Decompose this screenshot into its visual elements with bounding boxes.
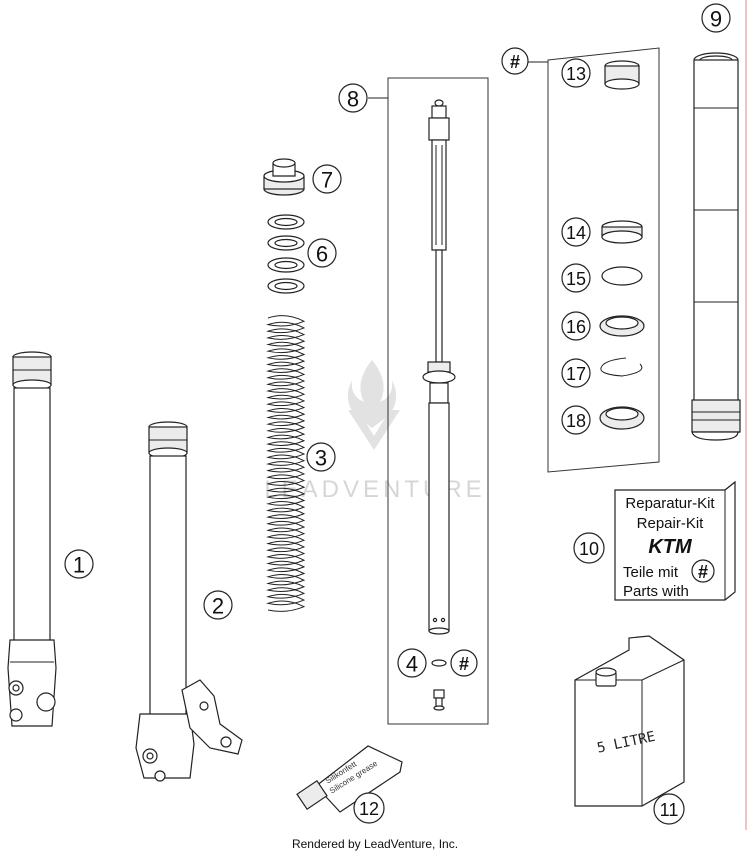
- callout-3: 3: [306, 442, 336, 472]
- svg-text:18: 18: [566, 411, 586, 431]
- ktm-logo: KTM: [648, 536, 693, 558]
- callout-9: 9: [701, 3, 731, 33]
- callout-14: 14: [561, 217, 591, 247]
- svg-text:8: 8: [347, 87, 359, 112]
- part-10-repair-kit-box: Reparatur-Kit Repair-Kit KTM Teile mit #…: [614, 480, 736, 601]
- part-8-damper-cartridge: [422, 99, 456, 711]
- part-3-spring: [266, 315, 306, 612]
- svg-text:4: 4: [406, 652, 418, 677]
- svg-text:#: #: [459, 654, 469, 674]
- footer-credit: Rendered by LeadVenture, Inc.: [292, 837, 458, 851]
- part-9-inner-tube: [691, 52, 741, 441]
- callout-18: 18: [561, 405, 591, 435]
- svg-text:14: 14: [566, 223, 586, 243]
- svg-text:16: 16: [566, 317, 586, 337]
- part-1-outer-tube: [7, 351, 57, 727]
- callout-11: 11: [653, 793, 685, 825]
- callout-16: 16: [561, 311, 591, 341]
- callout-4: 4: [397, 648, 427, 678]
- callout-12: 12: [353, 792, 385, 824]
- repair-kit-line3: Teile mit: [623, 564, 679, 581]
- callout-1: 1: [64, 549, 94, 579]
- svg-text:1: 1: [73, 553, 85, 578]
- svg-text:6: 6: [316, 242, 328, 267]
- svg-text:11: 11: [660, 800, 679, 820]
- callout-10: 10: [573, 532, 605, 564]
- part-12-grease-tube: Silikonfett Silicone grease: [296, 745, 403, 813]
- part-7-cap-nut: [263, 158, 305, 196]
- callout-6: 6: [307, 238, 337, 268]
- svg-text:15: 15: [566, 269, 586, 289]
- callout-13: 13: [561, 58, 591, 88]
- callout-8: 8: [338, 83, 368, 113]
- part-2-outer-tube-brake-mount: [135, 421, 243, 782]
- part-6-shims: [267, 214, 305, 294]
- svg-text:10: 10: [579, 539, 599, 559]
- svg-text:#: #: [510, 52, 520, 72]
- callout-17: 17: [561, 358, 591, 388]
- watermark-flame-icon: [347, 360, 397, 428]
- svg-text:17: 17: [566, 364, 586, 384]
- svg-text:13: 13: [566, 64, 586, 84]
- callout-15: 15: [561, 263, 591, 293]
- callouts: 1 2 3 4 # 6 7 8 9 10 11 12 13 14 15 16 1…: [64, 3, 731, 825]
- repair-kit-line2: Repair-Kit: [637, 515, 705, 532]
- part-8-frame: [387, 77, 489, 725]
- callout-7: 7: [312, 164, 342, 194]
- repair-kit-line4: Parts with: [623, 583, 689, 600]
- repair-kit-marker: #: [698, 562, 708, 582]
- svg-text:3: 3: [315, 446, 327, 471]
- callout-4-marker: #: [450, 649, 478, 677]
- svg-text:7: 7: [321, 168, 333, 193]
- callout-2: 2: [203, 590, 233, 620]
- svg-text:12: 12: [359, 799, 379, 819]
- kit-parts-frame: [527, 47, 660, 473]
- svg-text:2: 2: [212, 594, 224, 619]
- svg-text:9: 9: [710, 7, 722, 32]
- part-11-oil-canister: 5 LITRE: [574, 635, 685, 807]
- repair-kit-line1: Reparatur-Kit: [625, 495, 715, 512]
- callout-kit-marker: #: [501, 47, 529, 75]
- kit-parts: [599, 60, 645, 430]
